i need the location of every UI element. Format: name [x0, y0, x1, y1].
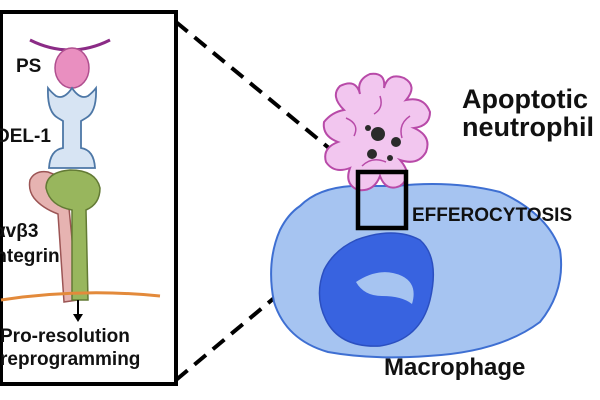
macrophage-label: Macrophage — [384, 354, 526, 381]
neutrophil-lobe-line — [345, 117, 357, 137]
apoptotic-body — [367, 149, 377, 159]
signal-arrow-head — [73, 314, 83, 322]
zoom-line-top — [174, 20, 360, 174]
integrin-beta-subunit — [45, 169, 101, 301]
integrin-label-line2: integrin — [0, 246, 60, 267]
apoptotic-body — [371, 127, 385, 141]
ps-molecule — [54, 47, 90, 89]
ps-label: PS — [16, 56, 42, 77]
zoom-box — [355, 169, 409, 231]
apoptotic-neutrophil-label-line2: neutrophil — [462, 112, 594, 142]
del1-protein — [47, 85, 97, 169]
cell-membrane — [0, 291, 161, 302]
apoptotic-body — [365, 125, 371, 131]
outcome-label-line1: Pro-resolution — [0, 326, 130, 347]
nucleus-notch — [356, 272, 414, 304]
neutrophil-lobe-line — [373, 95, 382, 115]
integrin-label-line1: αvβ3 — [0, 221, 39, 242]
efferocytosis-label: EFFEROCYTOSIS — [412, 205, 573, 226]
apoptotic-body — [391, 137, 401, 147]
outcome-label-line2: reprogramming — [0, 349, 141, 370]
neutrophil-lobe-line — [361, 159, 387, 167]
apoptotic-neutrophil-label-line1: Apoptotic — [462, 84, 588, 114]
del1-label: DEL-1 — [0, 126, 51, 147]
apoptotic-body — [387, 155, 393, 161]
neutrophil-lobe-line — [400, 115, 411, 139]
